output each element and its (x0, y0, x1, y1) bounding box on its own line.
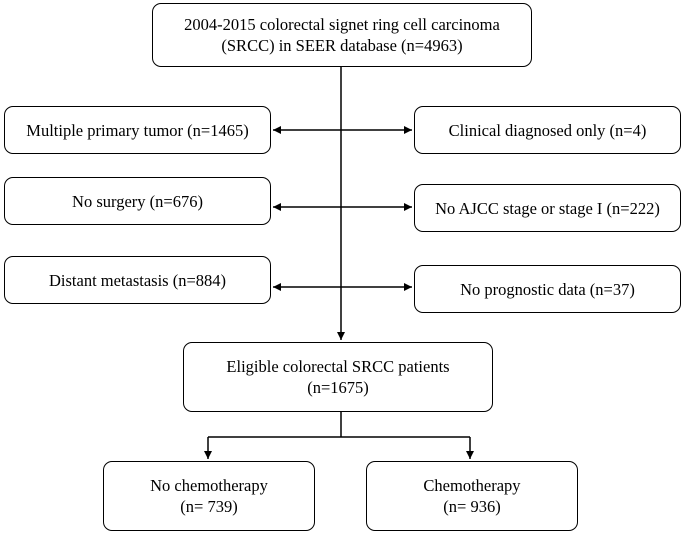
chemotherapy-line1: Chemotherapy (423, 476, 521, 495)
exclusion-box-clinical-diagnosed: Clinical diagnosed only (n=4) (414, 106, 681, 154)
eligible-patients-box: Eligible colorectal SRCC patients (n=167… (183, 342, 493, 412)
source-population-box: 2004-2015 colorectal signet ring cell ca… (152, 3, 532, 67)
eligible-patients-line1: Eligible colorectal SRCC patients (226, 357, 450, 376)
no-chemotherapy-box: No chemotherapy (n= 739) (103, 461, 315, 531)
no-chemotherapy-line1: No chemotherapy (150, 476, 268, 495)
exclusion-label: Multiple primary tumor (n=1465) (26, 120, 249, 140)
exclusion-label: Distant metastasis (n=884) (48, 270, 227, 290)
eligible-patients-line2: (n=1675) (307, 378, 369, 397)
exclusion-box-no-prognostic-data: No prognostic data (n=37) (414, 265, 681, 313)
source-population-line2: (SRCC) in SEER database (n=4963) (221, 36, 463, 55)
source-population-line1: 2004-2015 colorectal signet ring cell ca… (184, 15, 500, 34)
exclusion-label: Clinical diagnosed only (n=4) (448, 120, 647, 140)
chemotherapy-line2: (n= 936) (443, 497, 501, 516)
no-chemotherapy-line2: (n= 739) (180, 497, 238, 516)
chemotherapy-box: Chemotherapy (n= 936) (366, 461, 578, 531)
exclusion-label: No surgery (n=676) (72, 191, 203, 211)
exclusion-box-no-surgery: No surgery (n=676) (4, 177, 271, 225)
exclusion-box-no-ajcc-stage: No AJCC stage or stage I (n=222) (414, 184, 681, 232)
exclusion-box-distant-metastasis: Distant metastasis (n=884) (4, 256, 271, 304)
exclusion-label: No AJCC stage or stage I (n=222) (435, 198, 660, 218)
exclusion-label: No prognostic data (n=37) (460, 279, 635, 299)
exclusion-box-multiple-primary: Multiple primary tumor (n=1465) (4, 106, 271, 154)
